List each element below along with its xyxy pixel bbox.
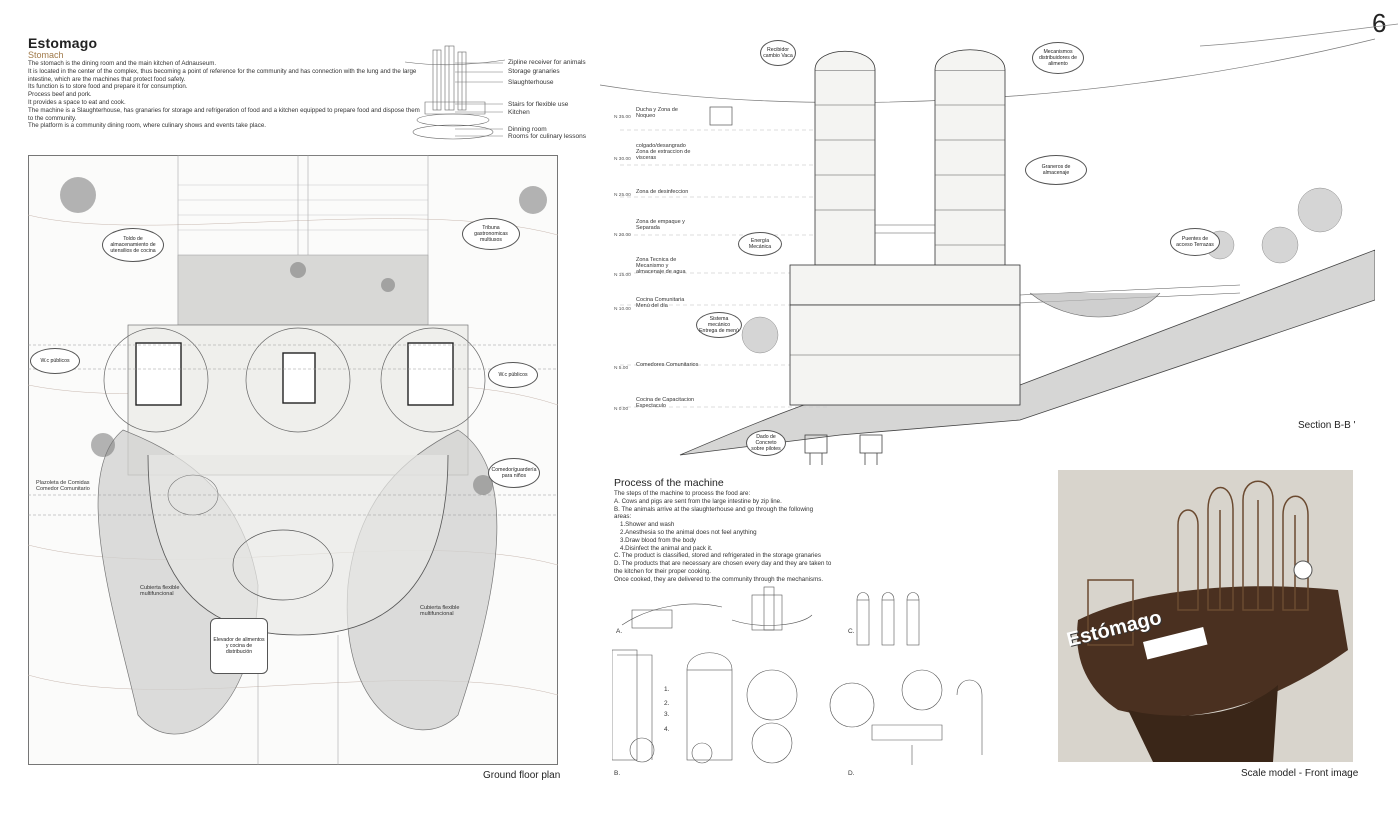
section-drawing	[600, 38, 1375, 465]
plan-label-tribuna: Tribuna gastronomicas multiusos	[462, 218, 520, 250]
process-line: Once cooked, they are delivered to the c…	[614, 575, 824, 583]
section-level: N 20.00 Zona de empaque y Separada	[614, 219, 685, 238]
process-line: 1.Shower and wash	[620, 521, 675, 529]
model-caption: Scale model - Front image	[1241, 768, 1359, 779]
section-bubble-energia: Energía Mecánica	[738, 232, 782, 256]
description-line: Process beef and pork.	[28, 91, 92, 99]
key-label-lessons: Rooms for culinary lessons	[508, 133, 587, 140]
section-bubble-dado: Dado de Concreto sobre pilotes	[746, 430, 786, 456]
plan-label-toldo: Toldo de almacenamiento de utensilios de…	[102, 228, 164, 262]
description-line: The machine is a Slaughterhouse, has gra…	[28, 106, 420, 114]
process-letter-c: C.	[848, 628, 855, 635]
section-bubble-mecanismos: Mecanismos distribuidores de alimento	[1032, 42, 1084, 74]
process-line: 2.Anesthesia so the animal does not feel…	[620, 528, 757, 536]
page-title: Estomago	[28, 35, 98, 51]
section-bubble-receptor: Recibidor cambio Vaca	[760, 40, 796, 66]
description-line: It provides a space to eat and cook.	[28, 98, 126, 106]
process-line: 4.Disinfect the animal and pack it.	[620, 544, 713, 552]
key-label-kitchen: Kitchen	[508, 109, 530, 116]
page-subtitle: Stomach	[28, 50, 64, 60]
description-line: intestine, which are the machines that p…	[28, 75, 186, 83]
process-line: C. The product is classified, stored and…	[614, 552, 821, 560]
section-level: N 35.00 Ducha y Zona de Noqueo	[614, 107, 678, 120]
section-level: N 5.00 Comedores Comunitarios	[614, 362, 699, 371]
description-line: to the community.	[28, 114, 77, 122]
page-number: 6	[1372, 8, 1387, 38]
process-title: Process of the machine	[614, 477, 724, 489]
process-text: The steps of the machine to process the …	[614, 490, 831, 584]
process-line: B. The animals arrive at the slaughterho…	[614, 505, 814, 513]
process-step-3: 3.	[664, 711, 670, 718]
process-line: 3.Draw blood from the body	[620, 536, 697, 544]
model-illustration	[1058, 470, 1353, 762]
key-diagram	[405, 45, 505, 140]
process-line: The steps of the machine to process the …	[614, 490, 751, 497]
plan-label-wc-left: W.c públicos	[30, 348, 80, 374]
plan-label-cubierta-left: Cubierta flexible multifuncional	[140, 585, 180, 597]
description-line: Its function is to store food and prepar…	[28, 83, 188, 91]
process-letter-d: D.	[848, 770, 855, 777]
process-step-4: 4.	[664, 726, 670, 733]
key-label-slaughterhouse: Slaughterhouse	[508, 79, 554, 86]
section-level: N 0.00 Cocina de Capacitacion Espectacul…	[614, 397, 695, 412]
plan-label-plazoleta: Plazoleta de Comidas Comedor Comunitario	[36, 480, 90, 492]
scale-model-photo: Estómago	[1058, 470, 1353, 762]
plan-label-cubierta-right: Cubierta flexible multifuncional	[420, 605, 460, 617]
section-level: N 30.00 colgado/desangrado Zona de extra…	[614, 143, 691, 162]
description-block: The stomach is the dining room and the m…	[28, 60, 420, 130]
section-bubble-puentes: Puentes de acceso Terrazas	[1170, 228, 1220, 256]
process-line: the kitchen for their proper cooking.	[614, 567, 711, 575]
key-label-stairs: Stairs for flexible use	[508, 101, 569, 108]
key-label-dining: Dinning room	[508, 126, 547, 133]
key-label-granaries: Storage granaries	[508, 68, 560, 75]
section-caption: Section B-B '	[1298, 420, 1356, 431]
plan-label-elevador: Elevador de alimentos y cocina de distri…	[210, 618, 268, 674]
section-bubble-graneros: Graneros de almacenaje	[1025, 155, 1087, 185]
plan-label-comedor: Comedor/guardería para niños	[488, 458, 540, 488]
section-level: N 15.00 Zona Tecnica de Mecanismo y alma…	[614, 257, 686, 278]
section-level: N 10.00 Cocina Comunitaria Menú del día	[614, 297, 685, 312]
key-label-zipline: Zipline receiver for animals	[508, 59, 586, 66]
description-line: It is located in the center of the compl…	[28, 67, 417, 75]
description-line: The stomach is the dining room and the m…	[28, 60, 217, 67]
section-bubble-sistema: Sistema mecánico Entrega de menú	[696, 312, 742, 338]
key-leaders	[455, 62, 503, 137]
process-line: D. The products that are necessary are c…	[614, 560, 832, 568]
process-sketches	[612, 586, 983, 765]
process-line: areas:	[614, 513, 632, 521]
process-line: A. Cows and pigs are sent from the large…	[614, 497, 782, 505]
description-line: The platform is a community dining room,…	[28, 122, 266, 130]
corner-curve	[1200, 23, 1399, 47]
plan-caption: Ground floor plan	[483, 770, 561, 781]
process-step-2: 2.	[664, 700, 670, 707]
process-letter-b: B.	[614, 770, 621, 777]
section-level: N 25.00 Zona de desinfeccion	[614, 189, 689, 198]
plan-label-wc-right: W.c públicos	[488, 362, 538, 388]
process-step-1: 1.	[664, 686, 670, 693]
process-letter-a: A.	[616, 628, 623, 635]
